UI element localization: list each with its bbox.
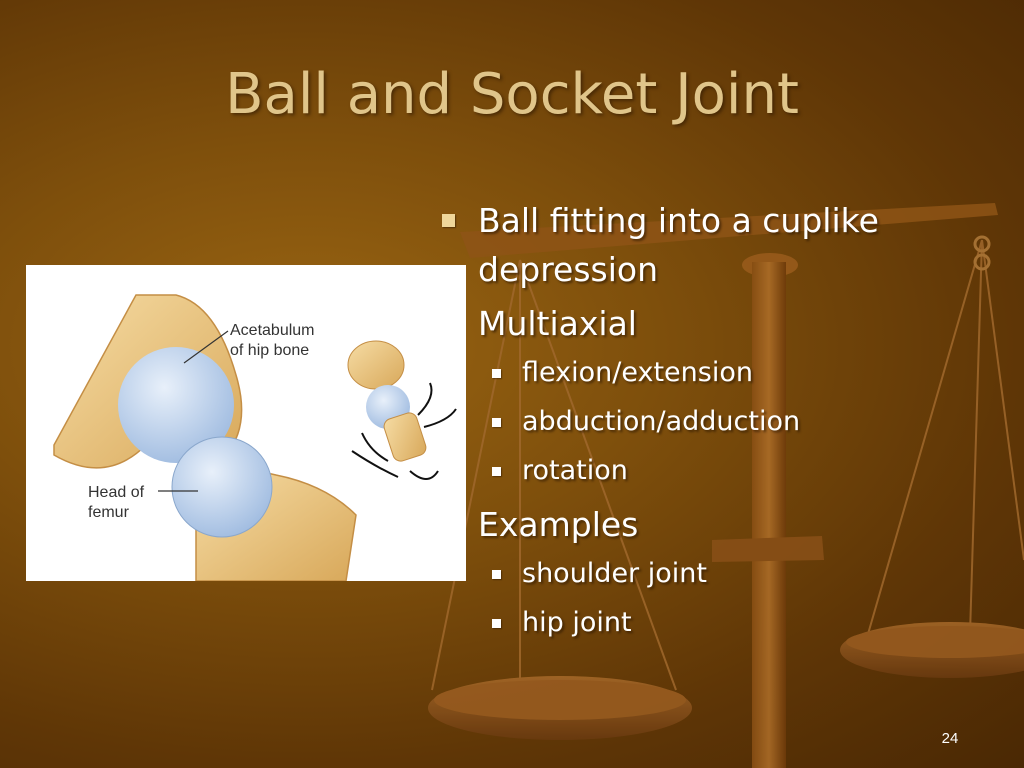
heading-multiaxial: Multiaxial xyxy=(478,304,637,343)
bullet-text-line1: Ball fitting into a cuplike xyxy=(478,201,879,240)
bullet-text-line2: depression xyxy=(478,250,659,289)
femur-head-shape xyxy=(171,436,273,538)
sub-bullet-rotation: rotation xyxy=(436,446,996,495)
label-head-line2: femur xyxy=(88,504,130,521)
slide-title: Ball and Socket Joint xyxy=(225,62,799,127)
heading-examples: Examples xyxy=(478,505,639,544)
rotation-arrows-icon xyxy=(351,382,457,480)
sub-bullet-shoulder: shoulder joint xyxy=(436,549,996,598)
sub-bullet-hip: hip joint xyxy=(436,598,996,647)
bullet-list: Ball fitting into a cuplike depression M… xyxy=(436,196,996,647)
sub-bullet-flexion: flexion/extension xyxy=(436,348,996,397)
inset-joint xyxy=(347,340,427,462)
label-head-line1: Head of xyxy=(88,484,145,501)
acetabulum-shape xyxy=(118,347,234,463)
hip-joint-diagram: Acetabulum of hip bone Head of femur xyxy=(53,294,457,581)
label-acetabulum-line1: Acetabulum xyxy=(230,322,315,339)
sub-bullet-abduction: abduction/adduction xyxy=(436,397,996,446)
hip-joint-illustration: Acetabulum of hip bone Head of femur xyxy=(26,265,466,581)
label-acetabulum-line2: of hip bone xyxy=(230,342,309,359)
bullet-ball-fitting: Ball fitting into a cuplike depression xyxy=(436,196,996,294)
page-number: 24 xyxy=(941,730,959,747)
